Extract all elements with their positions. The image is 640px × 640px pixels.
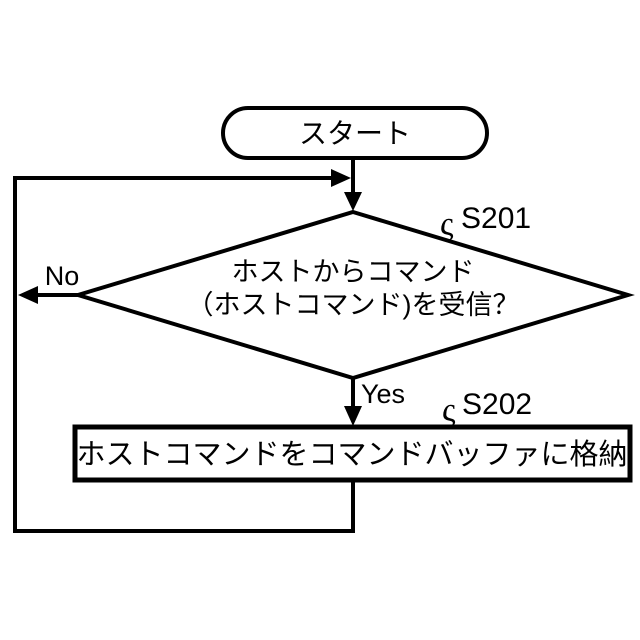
yes-branch-label: Yes: [361, 379, 405, 409]
start-label: スタート: [299, 118, 411, 149]
arrowhead-no-left: [18, 286, 38, 304]
step-ref-s202: S202: [462, 388, 532, 421]
decision-text-line1: ホストからコマンド: [232, 257, 475, 287]
leader-squiggle-s202-icon: ς: [442, 392, 456, 429]
process-box: [72, 424, 633, 483]
no-branch-label: No: [45, 261, 80, 291]
loop-feedback-line: [13, 176, 355, 533]
start-node: [221, 106, 489, 160]
process-label: ホストコマンドをコマンドバッファに格納: [76, 438, 627, 471]
decision-diamond: [71, 209, 635, 381]
decision-text-line2: （ホストコマンド)を受信？: [187, 290, 520, 320]
arrowhead-into-process: [344, 406, 362, 426]
arrowhead-feedback-right: [331, 169, 351, 187]
arrowhead-into-decision: [344, 192, 362, 211]
leader-squiggle-s201-icon: ς: [440, 206, 454, 243]
step-ref-s201: S201: [461, 202, 531, 235]
